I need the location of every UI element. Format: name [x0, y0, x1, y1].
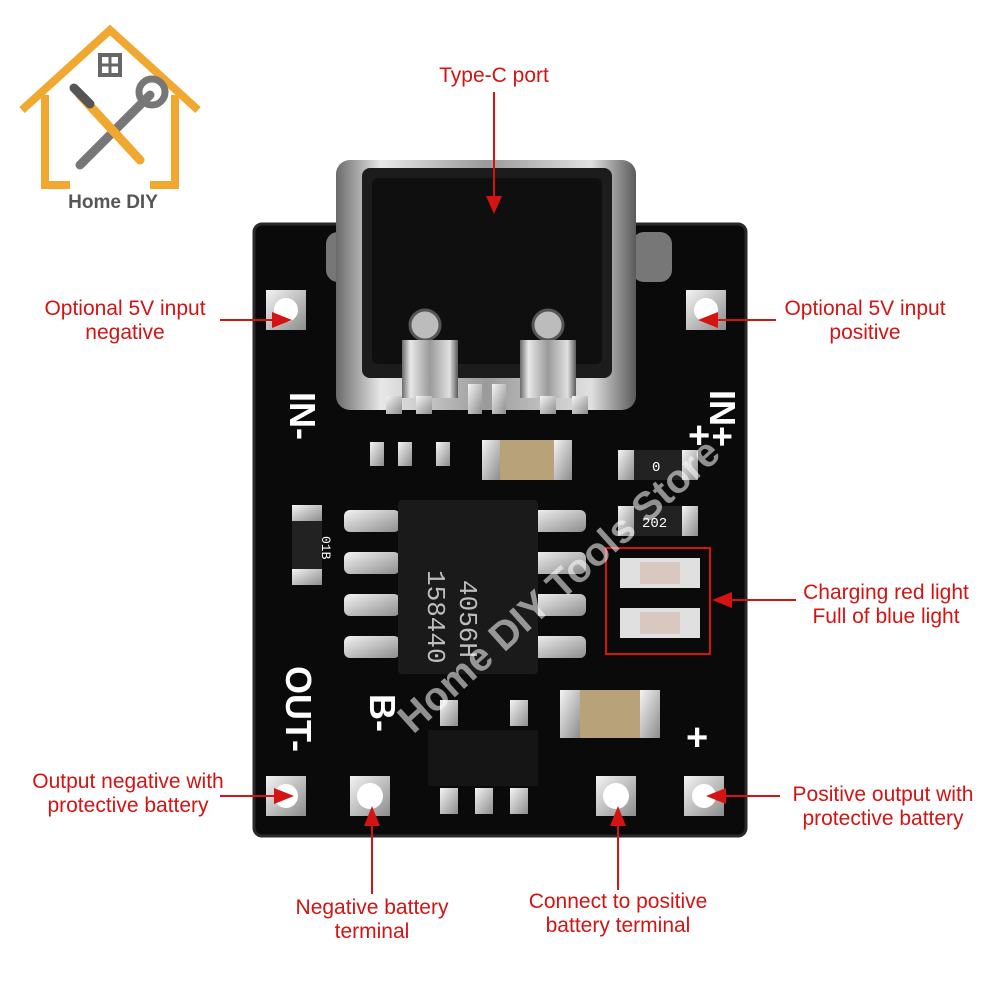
chip-marking-2: 158440: [420, 570, 450, 664]
bat-neg-hole: [357, 783, 383, 809]
capacitor: [482, 440, 572, 480]
silk-in-neg: IN-: [282, 392, 323, 440]
silk-plus-bottom: +: [686, 717, 708, 759]
bat-pos-hole: [603, 783, 629, 809]
led-highlight-box: [605, 547, 711, 655]
label-input-positive: Optional 5V input positive: [784, 297, 946, 344]
chip-marking-1: 4056H: [452, 580, 482, 658]
label-output-positive: Positive output with protective battery: [792, 783, 974, 830]
logo-text: Home DIY: [68, 192, 158, 213]
silk-plus-top: +: [688, 415, 710, 457]
silk-bat-neg: B-: [362, 694, 403, 732]
silk-out-neg: OUT-: [278, 666, 319, 752]
label-output-negative: Output negative with protective battery: [32, 770, 224, 817]
label-type-c: Type-C port: [439, 64, 549, 87]
logo-icon: [19, 24, 201, 189]
label-battery-positive: Connect to positive battery terminal: [528, 890, 708, 937]
label-battery-negative: Negative battery terminal: [295, 896, 449, 943]
resistor-a-label: 0: [652, 460, 660, 476]
label-leds: Charging red light Full of blue light: [803, 581, 969, 628]
resistor-b-label: 202: [642, 516, 667, 532]
resistor-c-label: 01B: [318, 536, 333, 560]
charger-ic: 4056H 158440: [344, 500, 586, 674]
silk-in-pos: IN+: [702, 390, 743, 447]
label-input-negative: Optional 5V input negative: [44, 297, 206, 344]
out-pos-hole: [692, 784, 716, 808]
type-c-connector: [326, 160, 672, 414]
